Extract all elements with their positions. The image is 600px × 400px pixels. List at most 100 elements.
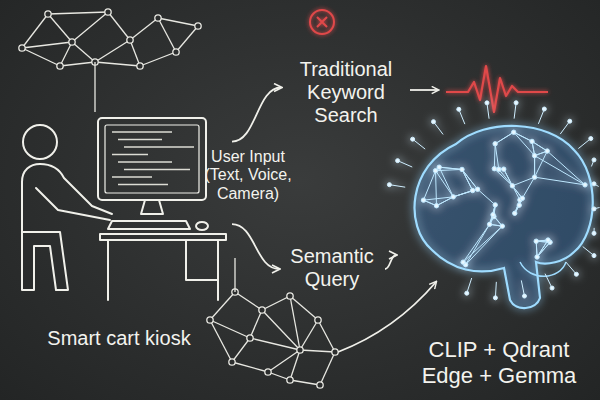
net-dot — [195, 23, 201, 29]
brain-network — [387, 101, 599, 308]
net-dot — [57, 63, 63, 69]
net-link — [290, 350, 300, 380]
net-link — [290, 380, 320, 385]
neuron-link — [435, 171, 437, 206]
net-link — [60, 42, 72, 66]
net-link — [158, 18, 198, 26]
net-link — [72, 42, 95, 62]
net-link — [48, 12, 108, 14]
neuron-link — [478, 189, 496, 205]
neuron-link — [522, 177, 534, 198]
neuron-link — [453, 189, 477, 197]
neuron-link — [463, 226, 502, 262]
neuron — [512, 130, 516, 134]
net-dot — [315, 317, 321, 323]
spike-dot — [522, 294, 526, 298]
net-link — [232, 338, 250, 362]
neuron-link — [436, 197, 453, 206]
code-line — [124, 146, 194, 147]
net-link — [262, 296, 290, 310]
neuron — [497, 167, 501, 171]
net-link — [108, 12, 130, 40]
spike-dot — [574, 272, 578, 276]
neuron — [433, 168, 437, 172]
kiosk-node: Smart cart kiosk — [8, 118, 230, 354]
neuron-link — [512, 177, 534, 186]
neuron — [461, 260, 465, 264]
net-link — [250, 338, 300, 350]
net-link — [130, 18, 158, 40]
spike-dot — [411, 137, 415, 141]
node-text: Traditional Keyword Search — [285, 58, 407, 127]
search-node: Traditional Keyword Search — [283, 56, 409, 131]
neuron-link — [462, 169, 473, 190]
net-dot — [287, 293, 293, 299]
code-line — [112, 154, 148, 155]
net-link — [210, 292, 235, 320]
net-link — [22, 42, 72, 48]
neuron-link — [514, 132, 532, 141]
net-link — [320, 352, 335, 385]
flow-arrow — [232, 224, 279, 269]
net-dot — [287, 377, 293, 383]
neuron-link — [495, 132, 514, 144]
net-dot — [19, 45, 25, 51]
net-link — [95, 62, 140, 66]
neuron — [492, 167, 496, 171]
spike-dot — [542, 107, 546, 111]
net-link — [22, 48, 60, 66]
spike-dot — [431, 120, 435, 124]
net-link — [300, 320, 318, 350]
neuron — [513, 211, 517, 215]
computer-desk — [98, 118, 226, 300]
net-link — [48, 14, 72, 42]
network-sketch — [19, 9, 201, 69]
net-dot — [127, 37, 133, 43]
code-line — [124, 169, 190, 170]
network-sketch — [207, 289, 338, 388]
spike-dot — [465, 291, 469, 295]
spike-dot — [514, 101, 518, 105]
neuron-link — [439, 167, 453, 197]
neuron-link — [439, 167, 462, 169]
neuron — [434, 204, 438, 208]
neuron — [517, 203, 521, 207]
neuron-link — [495, 132, 514, 144]
input-label: User Input (Text, Voice, Camera) — [196, 148, 300, 203]
neuron-link — [499, 169, 513, 186]
net-link — [95, 40, 130, 62]
code-line — [118, 161, 172, 162]
net-link — [176, 26, 198, 52]
spike-dot — [485, 101, 489, 105]
net-link — [130, 40, 140, 66]
net-dot — [155, 15, 161, 21]
neuron-link — [534, 156, 535, 177]
net-dot — [45, 11, 51, 17]
neuron — [493, 203, 497, 207]
neuron-link — [537, 240, 548, 257]
neuron-link — [436, 171, 454, 197]
query-node: Semantic Query — [281, 243, 383, 295]
neuron — [530, 139, 534, 143]
neuron-link — [463, 224, 490, 262]
net-dot — [317, 382, 323, 388]
screen-code — [112, 132, 194, 185]
net-dot — [265, 369, 271, 375]
neuron-link — [537, 240, 548, 257]
net-link — [235, 292, 262, 310]
brain-node: CLIP + Qdrant Edge + Gemma — [398, 118, 600, 392]
chalk-line — [94, 62, 95, 112]
neuron — [534, 239, 538, 243]
net-link — [318, 320, 335, 352]
spike-dot — [550, 286, 554, 290]
net-link — [210, 320, 232, 362]
net-link — [210, 320, 250, 338]
neuron — [451, 195, 455, 199]
net-dot — [229, 359, 235, 365]
neuron-link — [462, 169, 473, 190]
neuron — [532, 153, 536, 157]
neuron-link — [490, 205, 496, 224]
chalk-line — [234, 258, 235, 292]
net-link — [22, 14, 48, 48]
neuron — [437, 165, 441, 169]
